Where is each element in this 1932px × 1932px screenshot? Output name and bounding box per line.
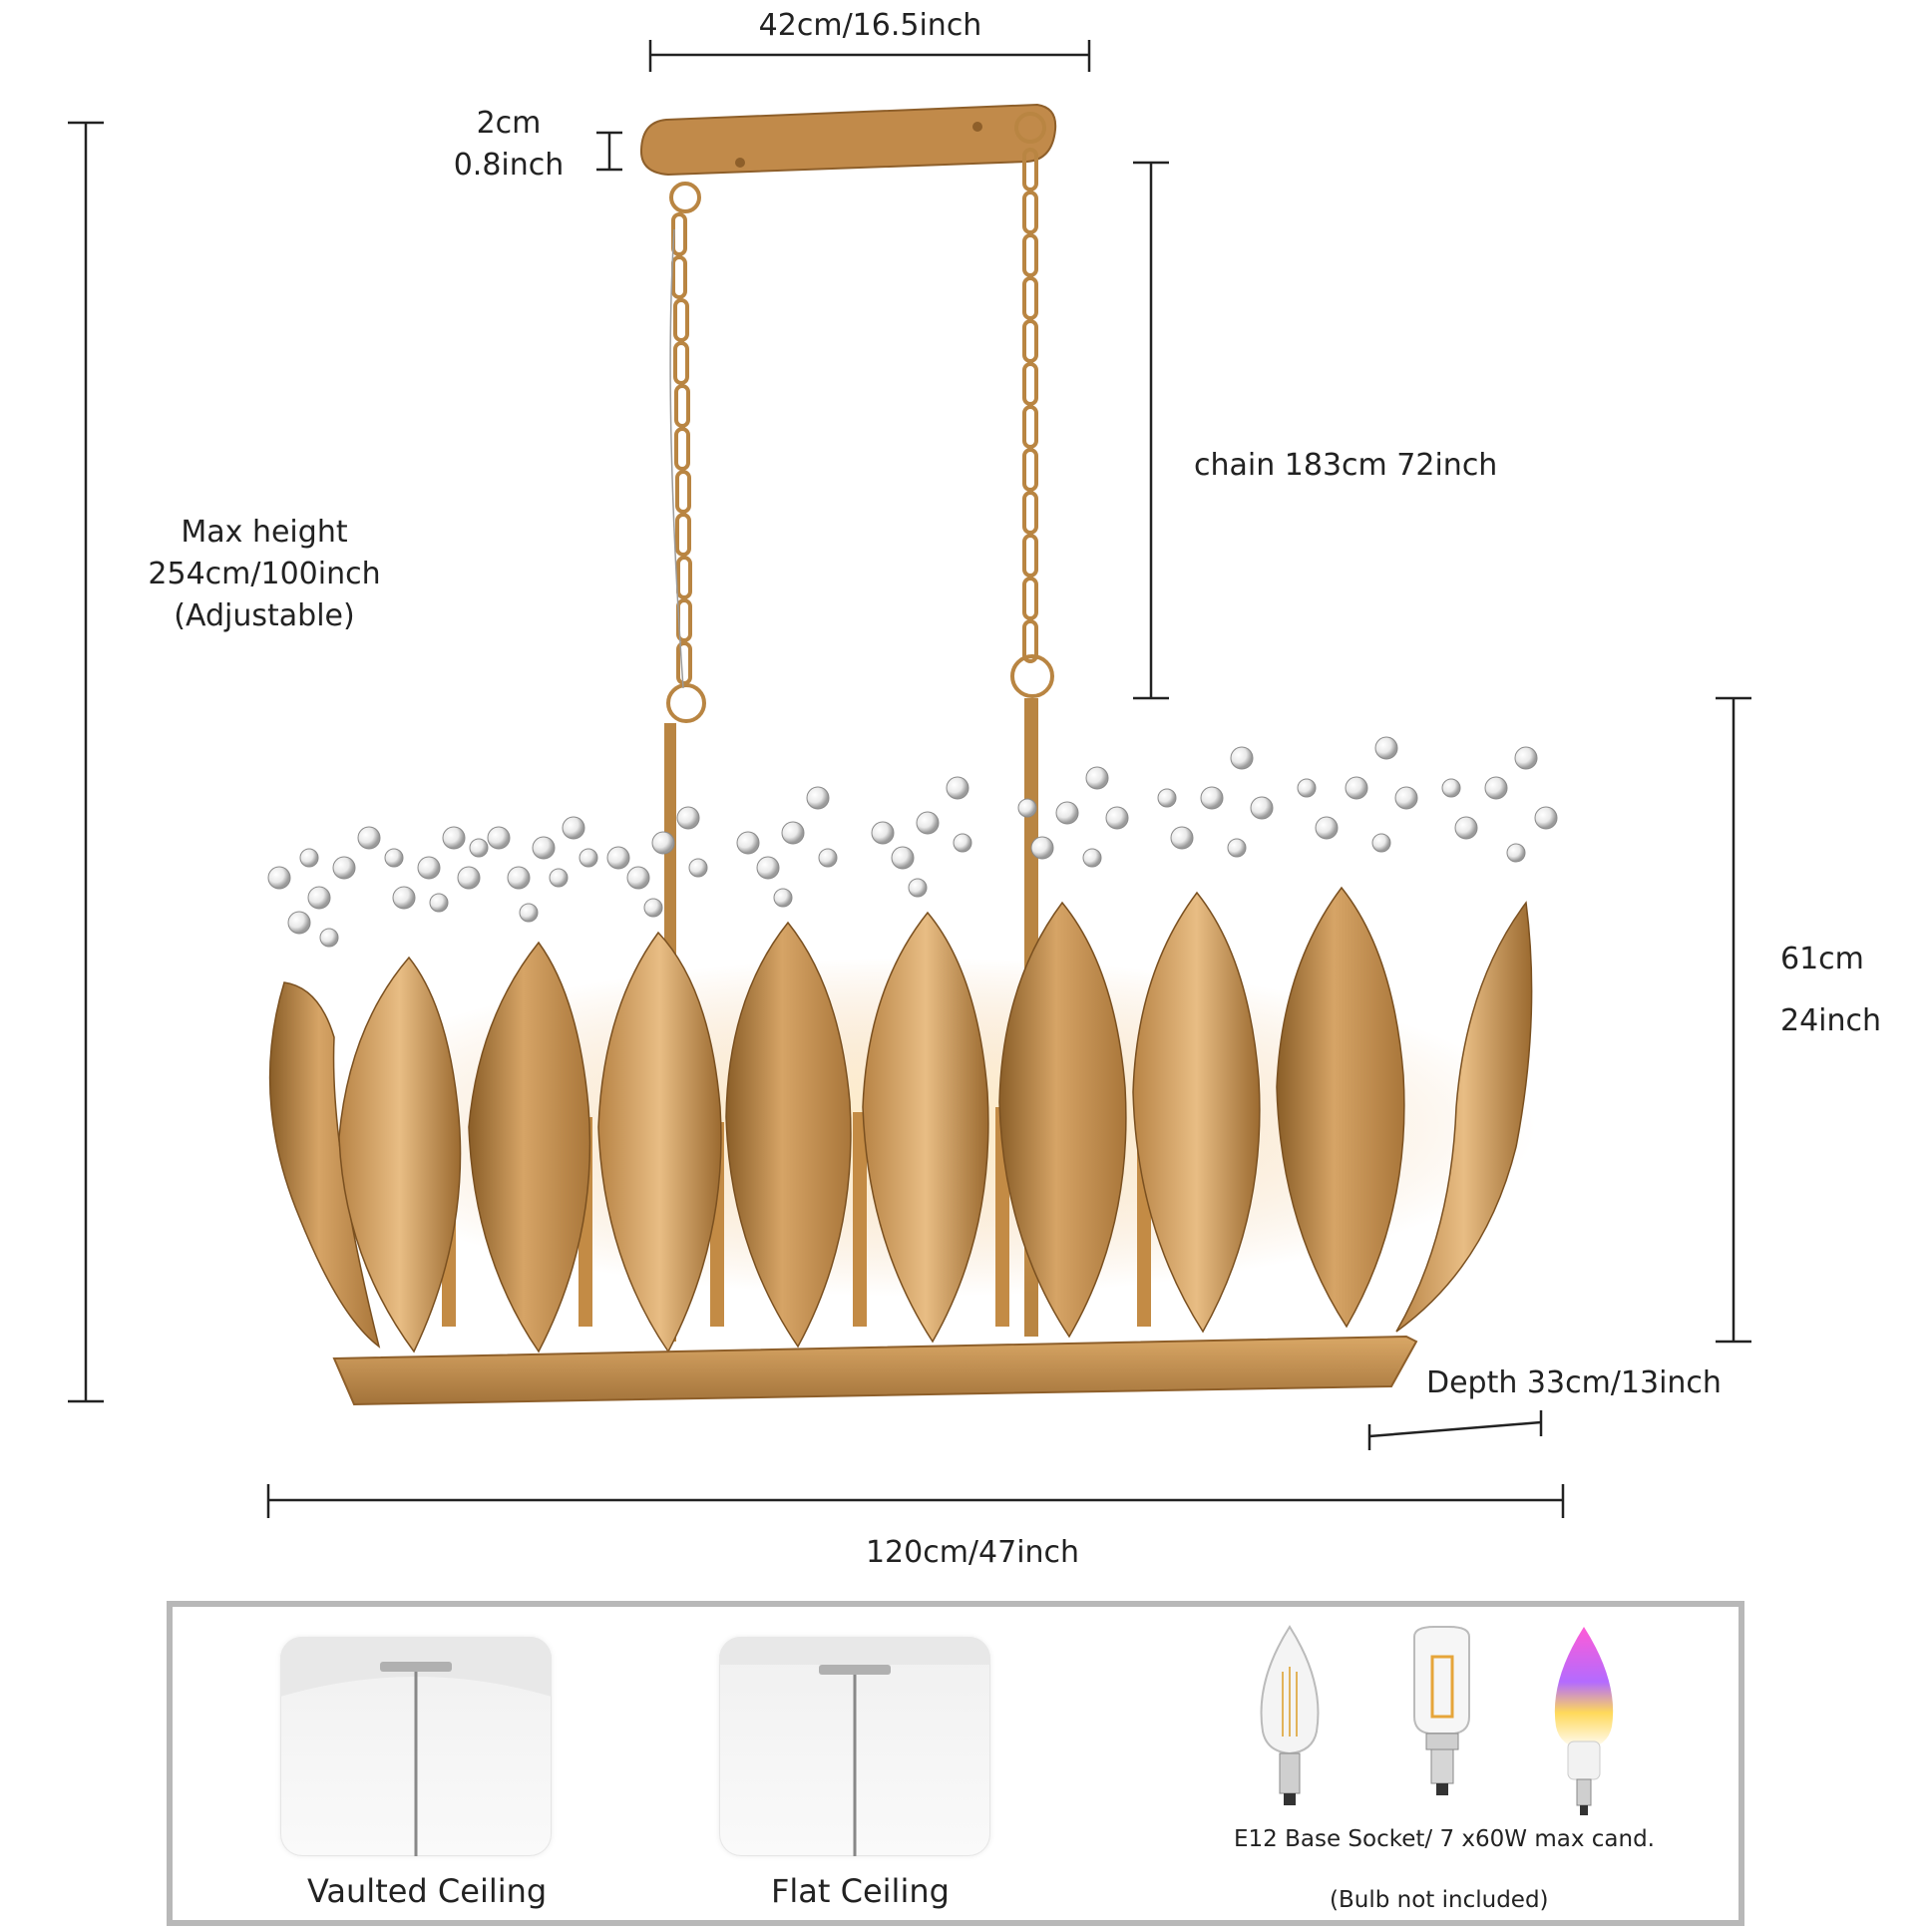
body-height-cm-label: 61cm	[1780, 942, 1864, 976]
crystal-sprays	[267, 736, 1558, 948]
canopy-height-cm-label: 2cm	[476, 106, 542, 141]
base-tray	[332, 1335, 1418, 1406]
max-height-line1: Max height	[181, 515, 348, 550]
dimension-lines	[68, 40, 1751, 1518]
bulb-illustrations	[1260, 1625, 1614, 1815]
smart-color-bulb-icon	[1554, 1627, 1614, 1815]
chain-length-label: chain 183cm 72inch	[1194, 448, 1498, 483]
depth-label: Depth 33cm/13inch	[1426, 1365, 1722, 1400]
flat-ceiling-card	[719, 1637, 990, 1856]
max-height-line3: (Adjustable)	[174, 598, 355, 633]
tubular-filament-bulb-icon	[1413, 1626, 1470, 1795]
vaulted-ceiling-card	[280, 1637, 552, 1856]
flat-ceiling-label: Flat Ceiling	[771, 1872, 950, 1910]
max-height-line2: 254cm/100inch	[148, 557, 381, 591]
body-height-inch-label: 24inch	[1780, 1003, 1882, 1038]
candle-filament-bulb-icon	[1260, 1625, 1320, 1805]
canopy	[639, 103, 1057, 177]
bulb-note-label: (Bulb not included)	[1330, 1887, 1549, 1913]
flat-ceiling-diagram	[719, 1637, 990, 1856]
width-label: 120cm/47inch	[865, 1535, 1080, 1570]
leaves	[268, 886, 1533, 1353]
vaulted-ceiling-diagram	[280, 1637, 552, 1856]
chains	[666, 112, 1054, 723]
installation-info-panel: Vaulted Ceiling Flat Ceiling	[167, 1601, 1744, 1926]
canopy-width-label: 42cm/16.5inch	[758, 8, 982, 43]
vaulted-ceiling-label: Vaulted Ceiling	[307, 1872, 548, 1910]
bulb-spec-label: E12 Base Socket/ 7 x60W max cand.	[1234, 1826, 1655, 1852]
canopy-height-inch-label: 0.8inch	[453, 148, 565, 183]
